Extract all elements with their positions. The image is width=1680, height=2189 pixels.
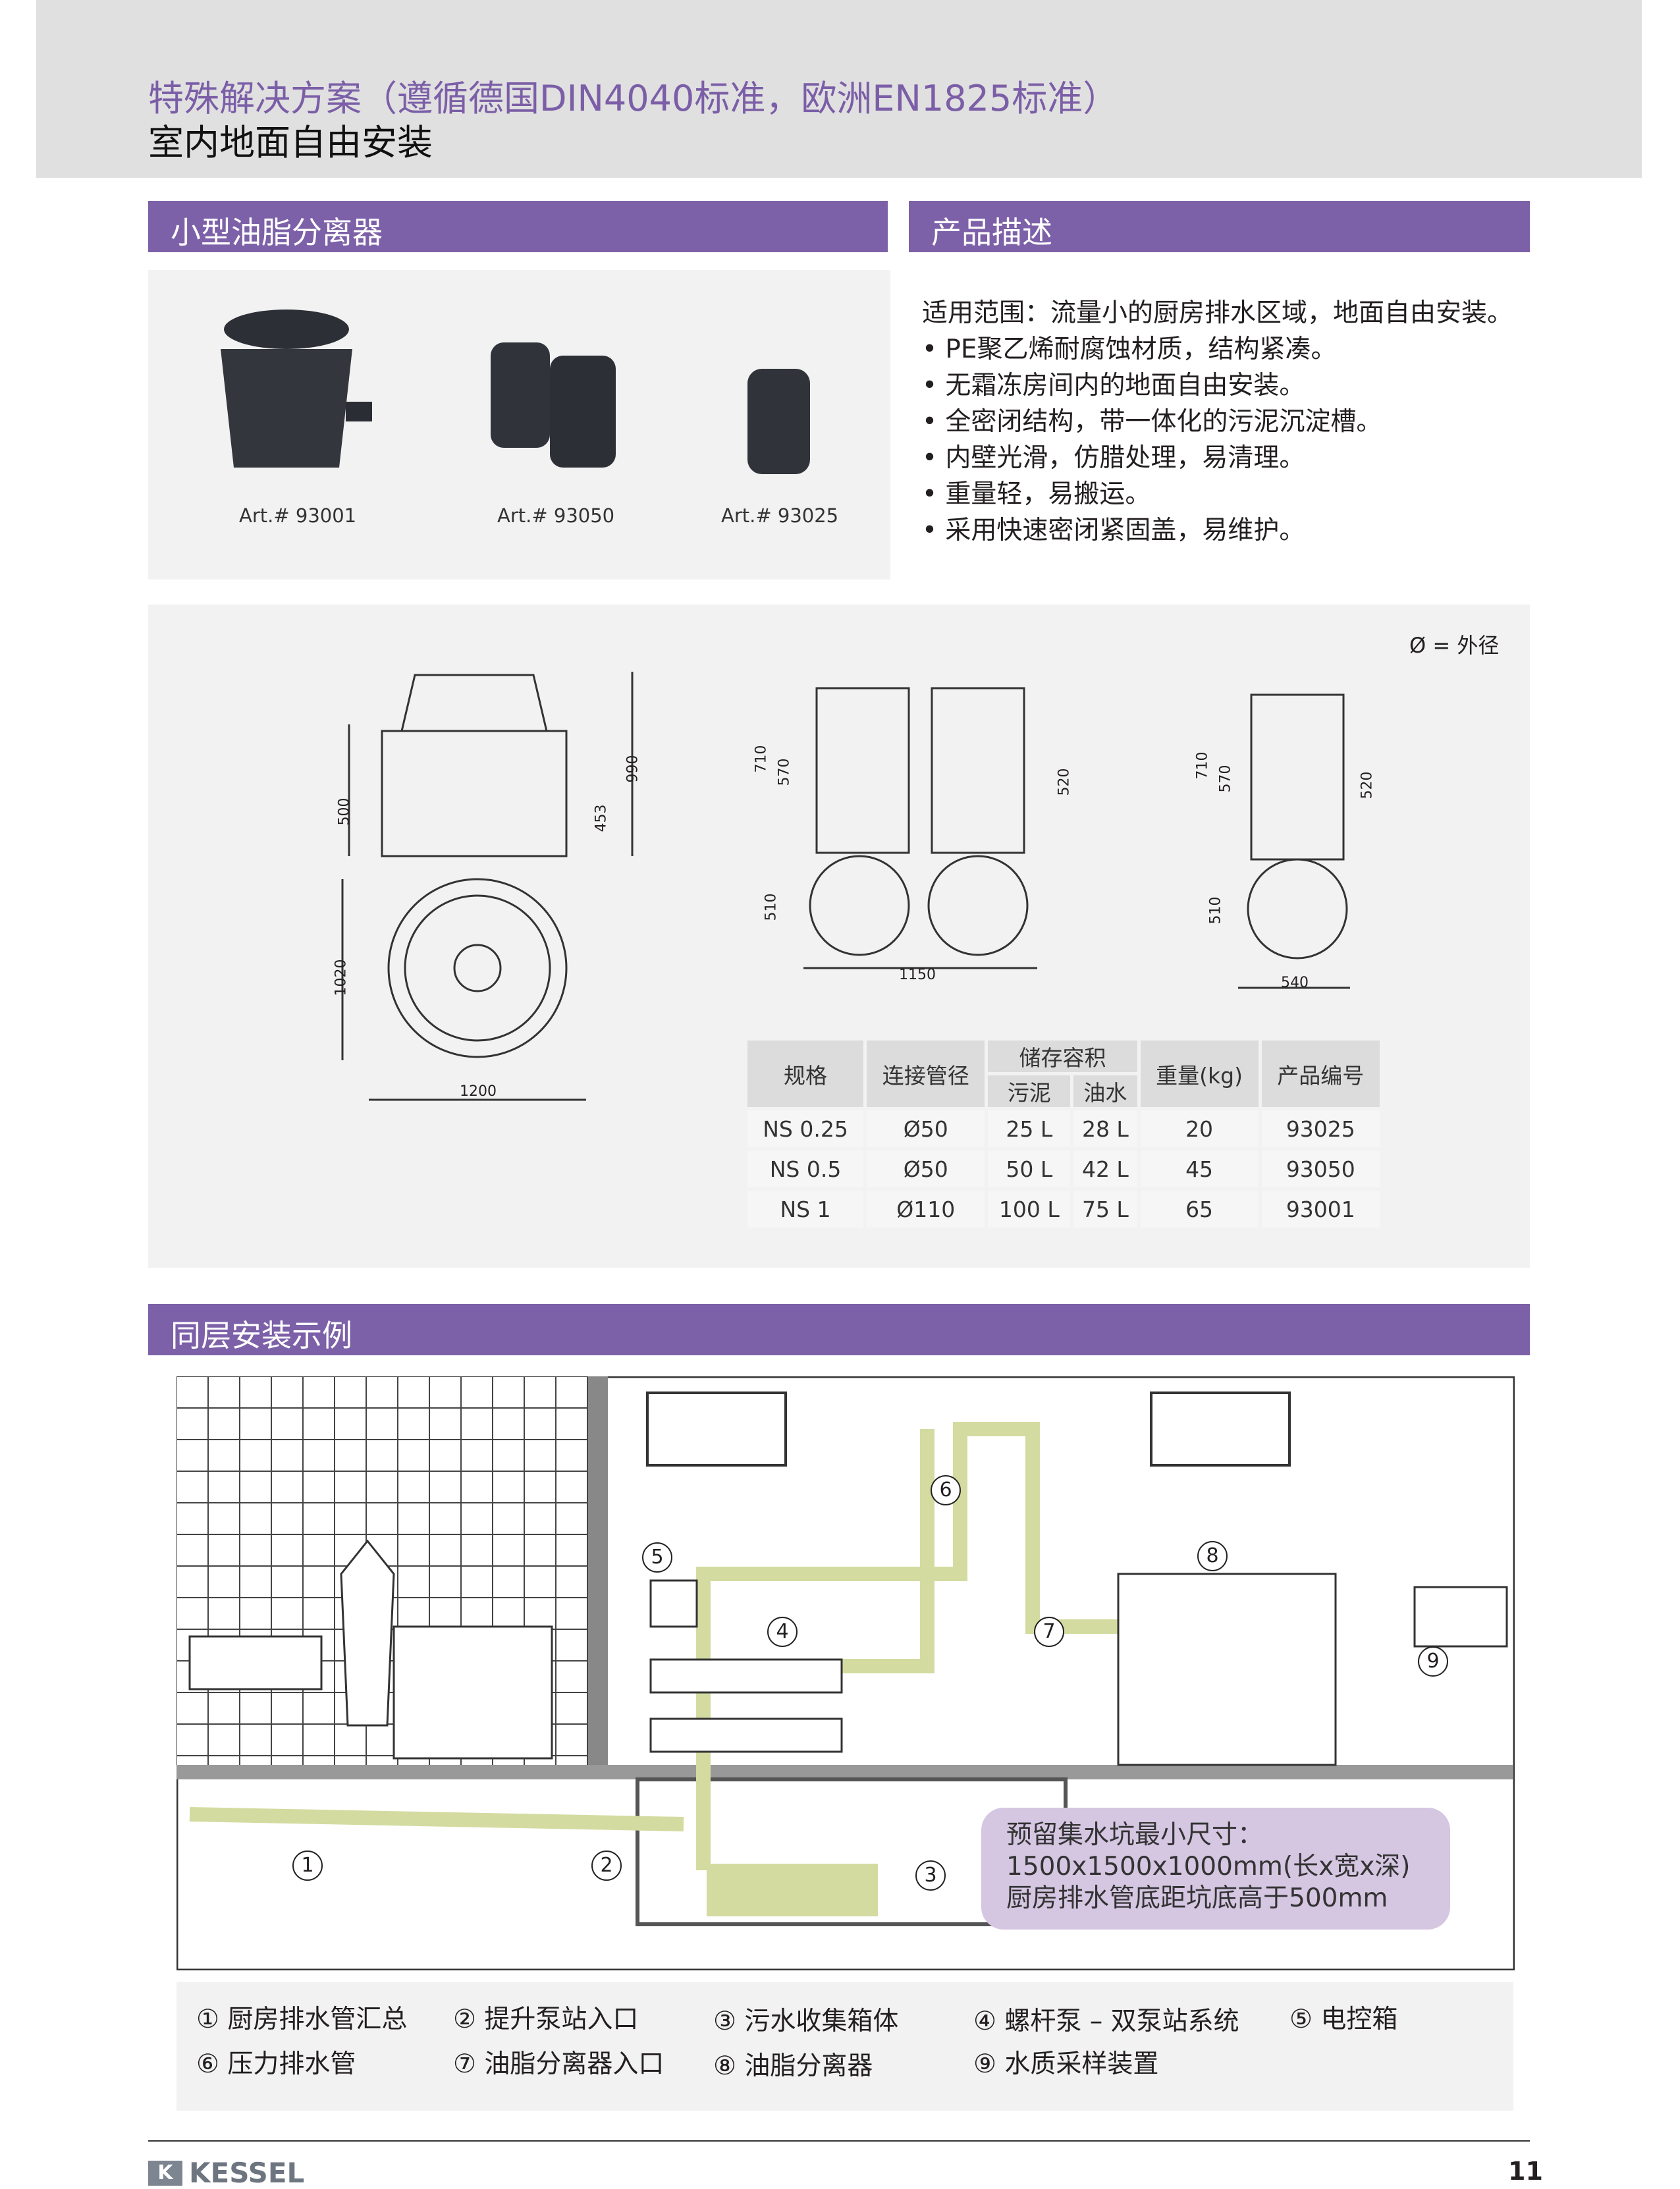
cell: 50 L <box>988 1150 1071 1187</box>
dim-label: 570 <box>776 758 793 786</box>
th-sludge: 污泥 <box>988 1075 1071 1107</box>
description-bullet: • 全密闭结构，带一体化的污泥沉淀槽。 <box>922 407 1382 437</box>
cell: 100 L <box>988 1191 1071 1228</box>
product-93001-image <box>221 310 372 468</box>
dim-label: 710 <box>753 745 770 773</box>
legend-item: ⑧ 油脂分离器 <box>713 2051 873 2081</box>
th-weight: 重量(kg) <box>1140 1040 1259 1107</box>
description-bullet: • 内壁光滑，仿腊处理，易清理。 <box>922 443 1305 473</box>
marker-9: 9 <box>1418 1646 1448 1677</box>
product-photos: Art.# 93001 Art.# 93050 Art.# 93025 <box>148 270 890 580</box>
description-bullet: • 重量轻，易搬运。 <box>922 479 1151 509</box>
cell: 42 L <box>1073 1150 1137 1187</box>
legend-item: ① 厨房排水管汇总 <box>196 2005 408 2034</box>
product-label: Art.# 93025 <box>721 504 839 527</box>
installation-illustration <box>176 1376 1515 1970</box>
marker-1: 1 <box>292 1851 323 1881</box>
product-label: Art.# 93001 <box>239 504 357 527</box>
section-example: 同层安装示例 <box>148 1304 1530 1355</box>
callout-line: 预留集水坑最小尺寸： <box>1006 1820 1264 1850</box>
description-bullet: • PE聚乙烯耐腐蚀材质，结构紧凑。 <box>922 335 1337 364</box>
description-bullet: • 无霜冻房间内的地面自由安装。 <box>922 371 1305 400</box>
page-title: 特殊解决方案（遵循德国DIN4040标准，欧洲EN1825标准） <box>148 78 1119 119</box>
brand-name: KESSEL <box>189 2157 305 2189</box>
dim-label: 510 <box>1207 896 1224 925</box>
dim-label: 990 <box>624 755 641 783</box>
footer-divider <box>148 2140 1530 2142</box>
page-subtitle: 室内地面自由安装 <box>148 122 433 163</box>
product-label: Art.# 93050 <box>497 504 615 527</box>
legend-item: ⑨ 水质采样装置 <box>973 2049 1159 2079</box>
cell: Ø50 <box>867 1150 985 1187</box>
dim-label: 1020 <box>333 959 350 996</box>
drawing-ns025 <box>1238 693 1350 989</box>
marker-8: 8 <box>1197 1541 1228 1571</box>
header-band <box>36 0 1642 178</box>
cell: Ø110 <box>867 1191 985 1228</box>
product-93050-image <box>491 342 616 468</box>
section-description: 产品描述 <box>909 201 1530 252</box>
cell: 93050 <box>1261 1150 1380 1187</box>
pit-size-callout: 预留集水坑最小尺寸： 1500x1500x1000mm(长x宽x深) 厨房排水管… <box>981 1808 1450 1930</box>
dim-label: 710 <box>1194 751 1211 780</box>
marker-3: 3 <box>915 1860 946 1891</box>
product-93025-image <box>747 369 810 474</box>
kessel-k-icon: K <box>148 2160 182 2186</box>
marker-2: 2 <box>591 1851 622 1881</box>
cell: 45 <box>1140 1150 1259 1187</box>
dim-label: 453 <box>593 804 610 832</box>
diameter-legend: Ø = 外径 <box>1409 633 1500 658</box>
legend-item: ⑥ 压力排水管 <box>196 2049 356 2079</box>
callout-line: 1500x1500x1000mm(长x宽x深) <box>1006 1852 1411 1881</box>
product-description: 适用范围：流量小的厨房排水区域，地面自由安装。 • PE聚乙烯耐腐蚀材质，结构紧… <box>922 295 1513 549</box>
description-bullet: • 采用快速密闭紧固盖，易维护。 <box>922 516 1305 545</box>
legend-item: ② 提升泵站入口 <box>453 2005 639 2034</box>
section-small-separator: 小型油脂分离器 <box>148 201 888 252</box>
cell: 93001 <box>1261 1191 1380 1228</box>
dim-label: 1200 <box>460 1083 497 1100</box>
dim-label: 510 <box>763 893 780 921</box>
legend-item: ⑤ 电控箱 <box>1289 2005 1398 2034</box>
dim-label: 520 <box>1056 768 1073 796</box>
page-number: 11 <box>1508 2157 1543 2186</box>
legend-item: ④ 螺杆泵 – 双泵站系统 <box>973 2007 1239 2036</box>
cell: 75 L <box>1073 1191 1137 1228</box>
marker-5: 5 <box>642 1542 672 1573</box>
legend-panel: ① 厨房排水管汇总 ② 提升泵站入口 ③ 污水收集箱体 ④ 螺杆泵 – 双泵站系… <box>176 1982 1513 2111</box>
th-pipe: 连接管径 <box>867 1040 985 1107</box>
legend-item: ③ 污水收集箱体 <box>713 2007 899 2036</box>
marker-6: 6 <box>931 1475 961 1505</box>
cell: Ø50 <box>867 1110 985 1147</box>
drawing-ns05 <box>803 687 1037 969</box>
th-storage: 储存容积 <box>988 1040 1137 1072</box>
dim-label: 500 <box>336 797 353 826</box>
cell: 93025 <box>1261 1110 1380 1147</box>
dim-label: 520 <box>1359 771 1376 799</box>
dim-label: 540 <box>1281 975 1309 991</box>
cell: 20 <box>1140 1110 1259 1147</box>
th-code: 产品编号 <box>1261 1040 1380 1107</box>
cell: NS 1 <box>747 1191 864 1228</box>
description-intro: 适用范围：流量小的厨房排水区域，地面自由安装。 <box>922 298 1513 328</box>
marker-4: 4 <box>767 1617 798 1647</box>
cell: 25 L <box>988 1110 1071 1147</box>
cell: 28 L <box>1073 1110 1137 1147</box>
th-spec: 规格 <box>747 1040 864 1107</box>
cell: 65 <box>1140 1191 1259 1228</box>
legend-item: ⑦ 油脂分离器入口 <box>453 2049 664 2079</box>
kessel-logo: K KESSEL <box>148 2157 304 2189</box>
dim-label: 570 <box>1217 765 1234 793</box>
th-oil: 油水 <box>1073 1075 1137 1107</box>
cell: NS 0.25 <box>747 1110 864 1147</box>
drawing-ns1 <box>341 672 634 1101</box>
callout-line: 厨房排水管底距坑底高于500mm <box>1006 1883 1388 1913</box>
cell: NS 0.5 <box>747 1150 864 1187</box>
marker-7: 7 <box>1034 1617 1064 1647</box>
dim-label: 1150 <box>899 967 936 983</box>
